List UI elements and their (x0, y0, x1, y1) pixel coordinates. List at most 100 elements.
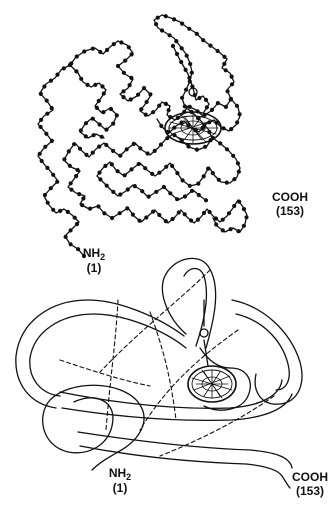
residue-dot (190, 71, 194, 75)
residue-dot (43, 145, 47, 149)
residue-dot (78, 147, 82, 151)
residue-dot (100, 84, 104, 88)
residue-dot (88, 207, 92, 211)
residue-dot (224, 105, 228, 109)
residue-dot (77, 192, 81, 196)
residue-dot (230, 75, 234, 79)
residue-dot (128, 83, 132, 87)
residue-dot (131, 213, 135, 217)
residue-dot (147, 195, 151, 199)
residue-dot (230, 82, 234, 86)
residue-dot (171, 44, 175, 48)
residue-dot (154, 190, 158, 194)
residue-dot (91, 151, 95, 155)
residue-dot (166, 130, 170, 134)
residue-dot (181, 178, 185, 182)
residue-dot (102, 91, 106, 95)
residue-dot (174, 39, 178, 43)
residue-dot (217, 178, 221, 182)
residue-dot (208, 210, 212, 214)
residue-dot (76, 168, 80, 172)
residue-dot (151, 210, 155, 214)
residue-dot (232, 204, 236, 208)
residue-dot (188, 62, 192, 66)
ribbon-diagram-panel (16, 258, 302, 488)
residue-dot (105, 48, 109, 52)
residue-dot (172, 133, 176, 137)
residue-dot (157, 104, 161, 108)
residue-dot (215, 121, 219, 125)
residue-dot (189, 218, 193, 222)
backbone-c-terminus-text: COOH (266, 190, 314, 204)
residue-dot (172, 17, 176, 21)
residue-dot (196, 109, 200, 113)
residue-dot (206, 167, 210, 171)
backbone-c-terminus-label: COOH (153) (266, 190, 314, 218)
residue-dot (145, 100, 149, 104)
residue-dot (184, 88, 188, 92)
ribbon-n-terminus-label: NH2 (1) (102, 466, 138, 495)
residue-dot (121, 89, 125, 93)
residue-dot (69, 242, 73, 246)
backbone-n-terminus-index: (1) (76, 261, 112, 275)
residue-dot (69, 188, 73, 192)
residue-dot (186, 144, 190, 148)
residue-dot (136, 93, 140, 97)
residue-dot (153, 149, 157, 153)
residue-dot (138, 146, 142, 150)
residue-dot (242, 207, 246, 211)
residue-dot (165, 136, 169, 140)
residue-dot (225, 181, 229, 185)
residue-dot (157, 213, 161, 217)
residue-dot (62, 66, 66, 70)
residue-dot (203, 113, 207, 117)
residue-dot (211, 136, 215, 140)
residue-dot (126, 187, 130, 191)
ribbon-n-terminus-subscript: 2 (126, 472, 131, 482)
residue-dot (97, 171, 101, 175)
residue-dot (216, 49, 220, 53)
residue-dot (171, 217, 175, 221)
residue-dot (235, 120, 239, 124)
residue-dot (226, 89, 230, 93)
residue-dot (175, 197, 179, 201)
residue-dot (49, 79, 53, 83)
residue-dot (50, 106, 54, 110)
residue-dot (164, 14, 168, 18)
residue-dot (188, 184, 192, 188)
residue-dot (176, 116, 180, 120)
residue-dot (183, 104, 187, 108)
residue-dot (195, 32, 199, 36)
ribbon-c-terminus-index: (153) (287, 484, 333, 498)
residue-dot (127, 45, 131, 49)
residue-dot (231, 154, 235, 158)
ribbon-helix-d (232, 300, 302, 404)
residue-dot (177, 210, 181, 214)
residue-dot (98, 177, 102, 181)
residue-dot (44, 132, 48, 136)
residue-dot (132, 142, 136, 146)
residue-dot (214, 216, 218, 220)
residue-dot (225, 147, 229, 151)
residue-dot (224, 68, 228, 72)
residue-dot (118, 154, 122, 158)
residue-dot (51, 208, 55, 212)
residue-dot (168, 115, 172, 119)
residue-dot (187, 27, 191, 31)
residue-dot (190, 110, 194, 114)
residue-dot (183, 194, 187, 198)
residue-dot (244, 215, 248, 219)
residue-dot (125, 206, 129, 210)
residue-dot (190, 84, 194, 88)
residue-dot (118, 192, 122, 196)
residue-dot (45, 166, 49, 170)
residue-dot (84, 121, 88, 125)
residue-dot (235, 104, 239, 108)
residue-dot (101, 110, 105, 114)
backbone-c-terminus-index: (153) (266, 204, 314, 218)
residue-dot (55, 73, 59, 77)
residue-dot (66, 210, 70, 214)
residue-dot (43, 193, 47, 197)
residue-dot (180, 139, 184, 143)
